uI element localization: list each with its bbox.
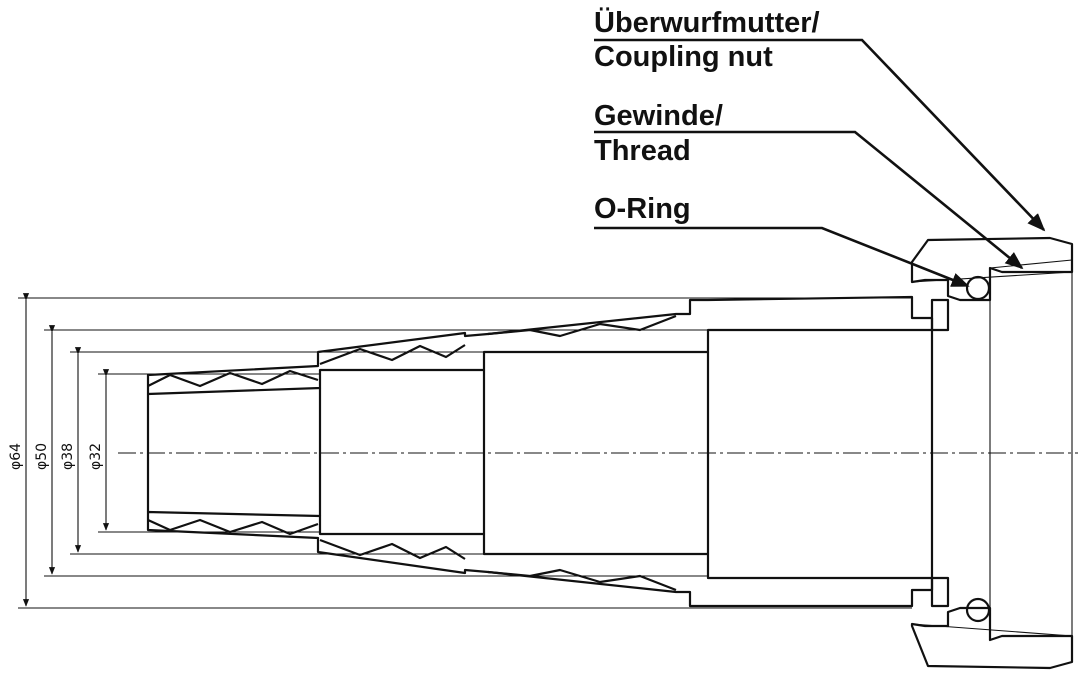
oring-lower (965, 597, 991, 623)
label-coupling-nut-de: Überwurfmutter/ (594, 6, 820, 39)
label-thread-de: Gewinde/ (594, 100, 723, 132)
label-coupling-nut-en: Coupling nut (594, 41, 773, 73)
label-oring: O-Ring (594, 193, 691, 225)
dim-50: φ50 (34, 443, 50, 470)
dimension-lines (22, 293, 110, 607)
dim-38: φ38 (60, 443, 76, 470)
adapter-body-lower (146, 510, 934, 608)
coupling-nut-lower (910, 576, 1074, 670)
bore-lines (146, 272, 1073, 636)
oring-upper (965, 275, 991, 301)
adapter-body-upper (146, 295, 934, 396)
dimension-extension-lines (18, 297, 912, 609)
dim-64: φ64 (8, 443, 24, 470)
label-thread-en: Thread (594, 135, 691, 167)
coupling-nut-upper (910, 236, 1074, 332)
dim-32: φ32 (88, 443, 104, 470)
leader-lines (594, 38, 1046, 288)
